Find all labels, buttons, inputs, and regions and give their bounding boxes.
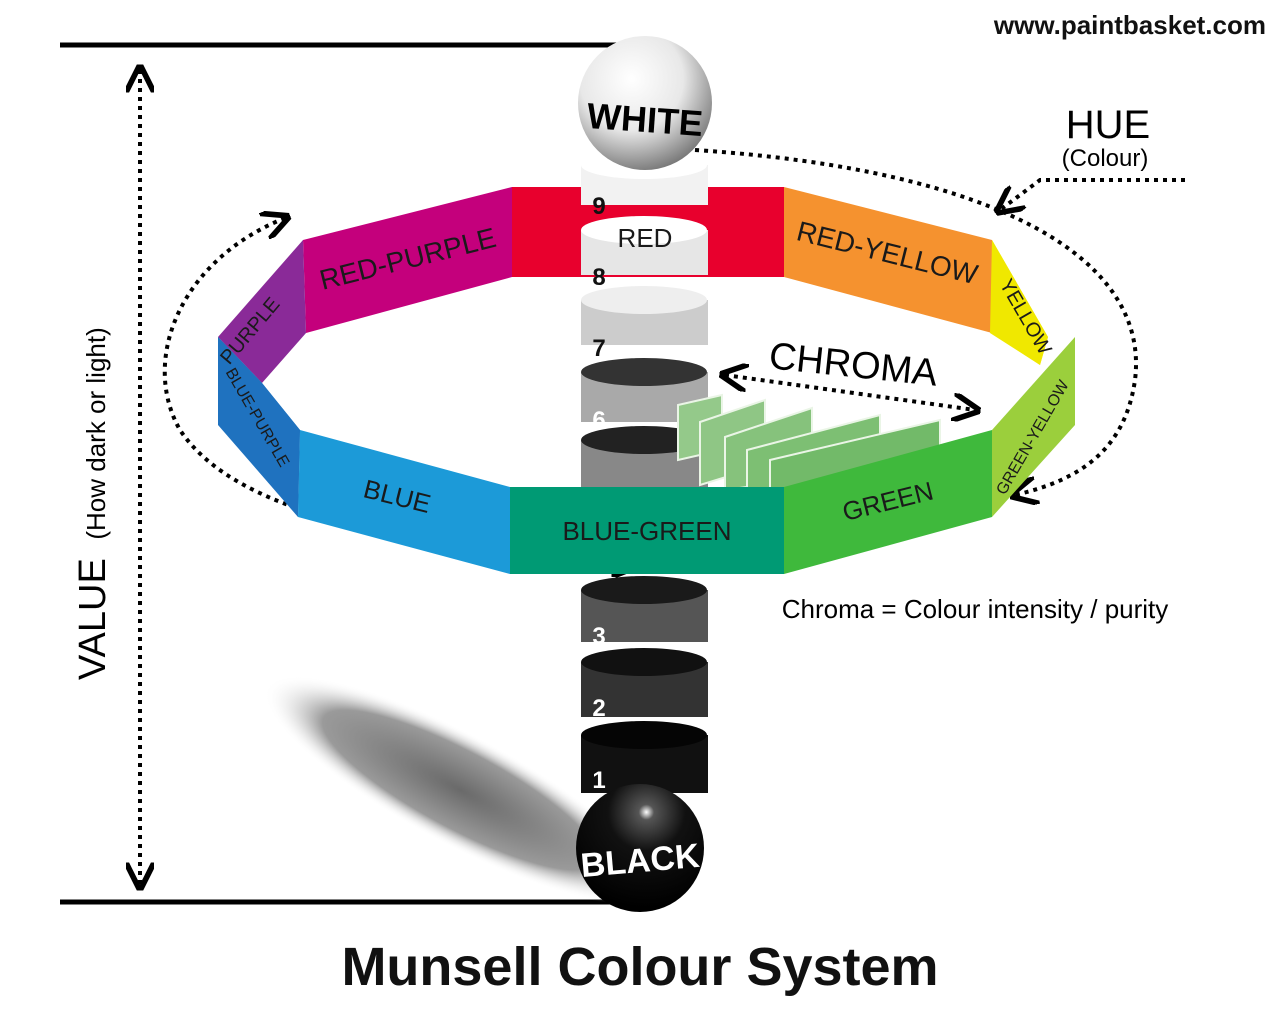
- value-step-7: 7: [592, 335, 605, 362]
- hue-pointer-arrow: [1000, 178, 1185, 210]
- value-axis-label-group: VALUE (How dark or light): [72, 327, 114, 680]
- svg-text:VALUE (How dark or light: VALUE (How dark or light): [72, 327, 114, 680]
- value-column: [581, 151, 708, 793]
- hue-panel-blue-purple-face: [218, 337, 300, 517]
- page-title: Munsell Colour System: [341, 937, 938, 997]
- chroma-note: Chroma = Colour intensity / purity: [782, 594, 1169, 624]
- hue-label: HUE: [1066, 103, 1150, 147]
- white-pole: WHITE: [578, 36, 712, 170]
- hue-panel-red-yellow: [784, 187, 992, 333]
- value-step-2: 2: [592, 695, 605, 722]
- hue-panel-blue: [298, 430, 510, 574]
- value-axis-sublabel: (How dark or light): [81, 327, 111, 539]
- value-steps: 9 8 7 6 3 2 1: [592, 193, 605, 794]
- column-shadow: [264, 675, 656, 905]
- hue-ring-front: [218, 240, 1075, 574]
- hue-loop-arrow-left: [162, 218, 635, 565]
- website-label: www.paintbasket.com: [993, 10, 1266, 40]
- hue-loop-arrow: [694, 148, 1139, 495]
- white-label: WHITE: [586, 95, 705, 144]
- chroma-arrow: [725, 375, 975, 410]
- hue-panel-blue-green: [510, 487, 784, 574]
- value-step-6: 6: [592, 407, 605, 434]
- hue-sublabel: (Colour): [1062, 145, 1149, 172]
- hue-label-red: RED: [618, 223, 673, 253]
- chroma-label: CHROMA: [767, 335, 940, 394]
- hue-panel-green-yellow: [992, 337, 1075, 517]
- hue-panel-green: [784, 430, 992, 574]
- hue-panel-yellow-front: [992, 240, 1048, 365]
- hue-panel-purple: [218, 240, 306, 383]
- black-pole: BLACK: [576, 784, 704, 912]
- value-step-3: 3: [592, 623, 605, 650]
- value-step-8: 8: [592, 264, 605, 291]
- value-step-9: 9: [592, 193, 605, 220]
- hue-panel-red-purple: [303, 187, 512, 333]
- hue-label-blue-green: BLUE-GREEN: [562, 516, 731, 546]
- value-axis-label: VALUE: [72, 558, 114, 680]
- value-step-1: 1: [592, 767, 605, 794]
